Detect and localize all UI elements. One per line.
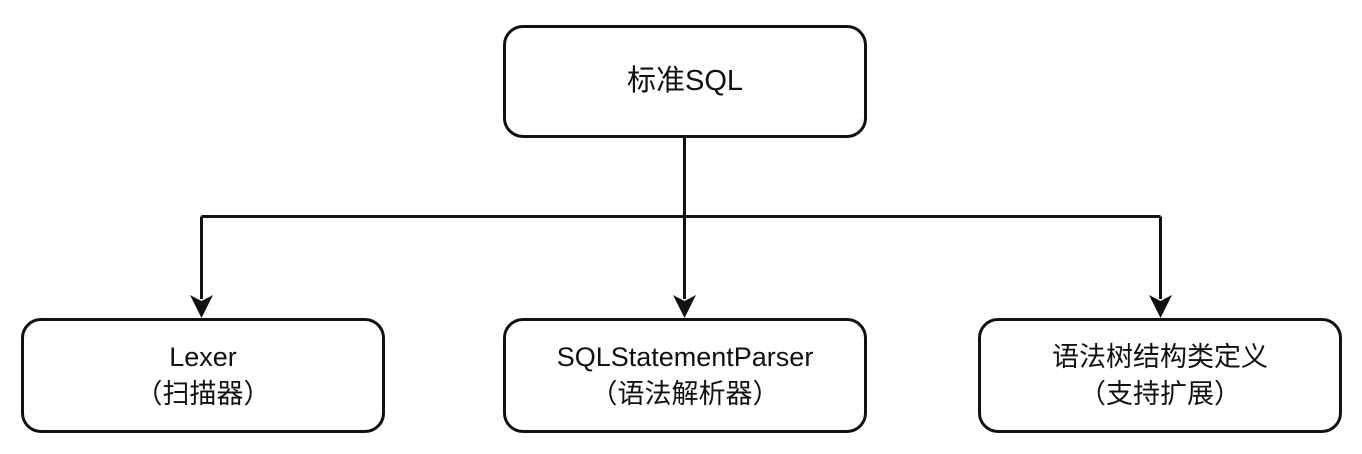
node-syntax-tree-class-definition-line-1: 语法树结构类定义 — [1052, 341, 1268, 372]
node-lexer-line-1: Lexer — [169, 341, 237, 372]
arrowhead-ast-icon — [1149, 295, 1172, 318]
node-standard-sql-line-1: 标准SQL — [626, 65, 744, 97]
arrowhead-parser-icon — [673, 295, 696, 318]
node-sql-statement-parser[interactable]: SQLStatementParser （语法解析器） — [503, 318, 867, 433]
node-sql-statement-parser-line-1: SQLStatementParser — [556, 341, 814, 372]
node-syntax-tree-class-definition[interactable]: 语法树结构类定义 （支持扩展） — [978, 318, 1342, 433]
node-lexer[interactable]: Lexer （扫描器） — [21, 318, 385, 433]
node-syntax-tree-class-definition-line-2: （支持扩展） — [1079, 378, 1241, 409]
node-sql-statement-parser-line-2: （语法解析器） — [590, 378, 780, 409]
node-lexer-line-2: （扫描器） — [135, 378, 271, 409]
node-standard-sql[interactable]: 标准SQL — [503, 25, 867, 138]
arrowhead-lexer-icon — [190, 295, 213, 318]
